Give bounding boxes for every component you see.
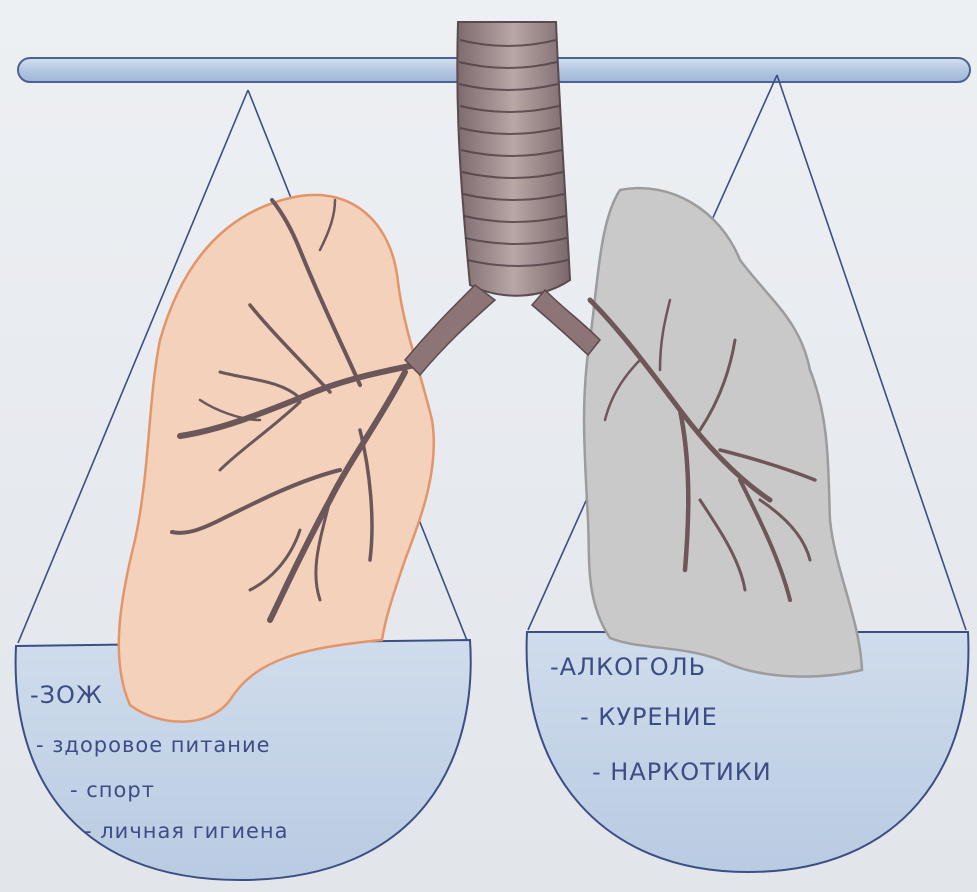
right-item-smoking: - КУРЕНИЕ <box>580 703 718 731</box>
left-item-healthy-food: - здоровое питание <box>36 733 271 757</box>
smoker-lung <box>584 188 862 676</box>
left-item-sport: - спорт <box>70 778 155 802</box>
right-item-drugs: - НАРКОТИКИ <box>592 758 772 786</box>
left-item-hygiene: - личная гигиена <box>84 819 289 843</box>
right-item-alcohol: -АЛКОГОЛЬ <box>550 653 706 681</box>
left-item-zozh: -ЗОЖ <box>30 681 103 709</box>
